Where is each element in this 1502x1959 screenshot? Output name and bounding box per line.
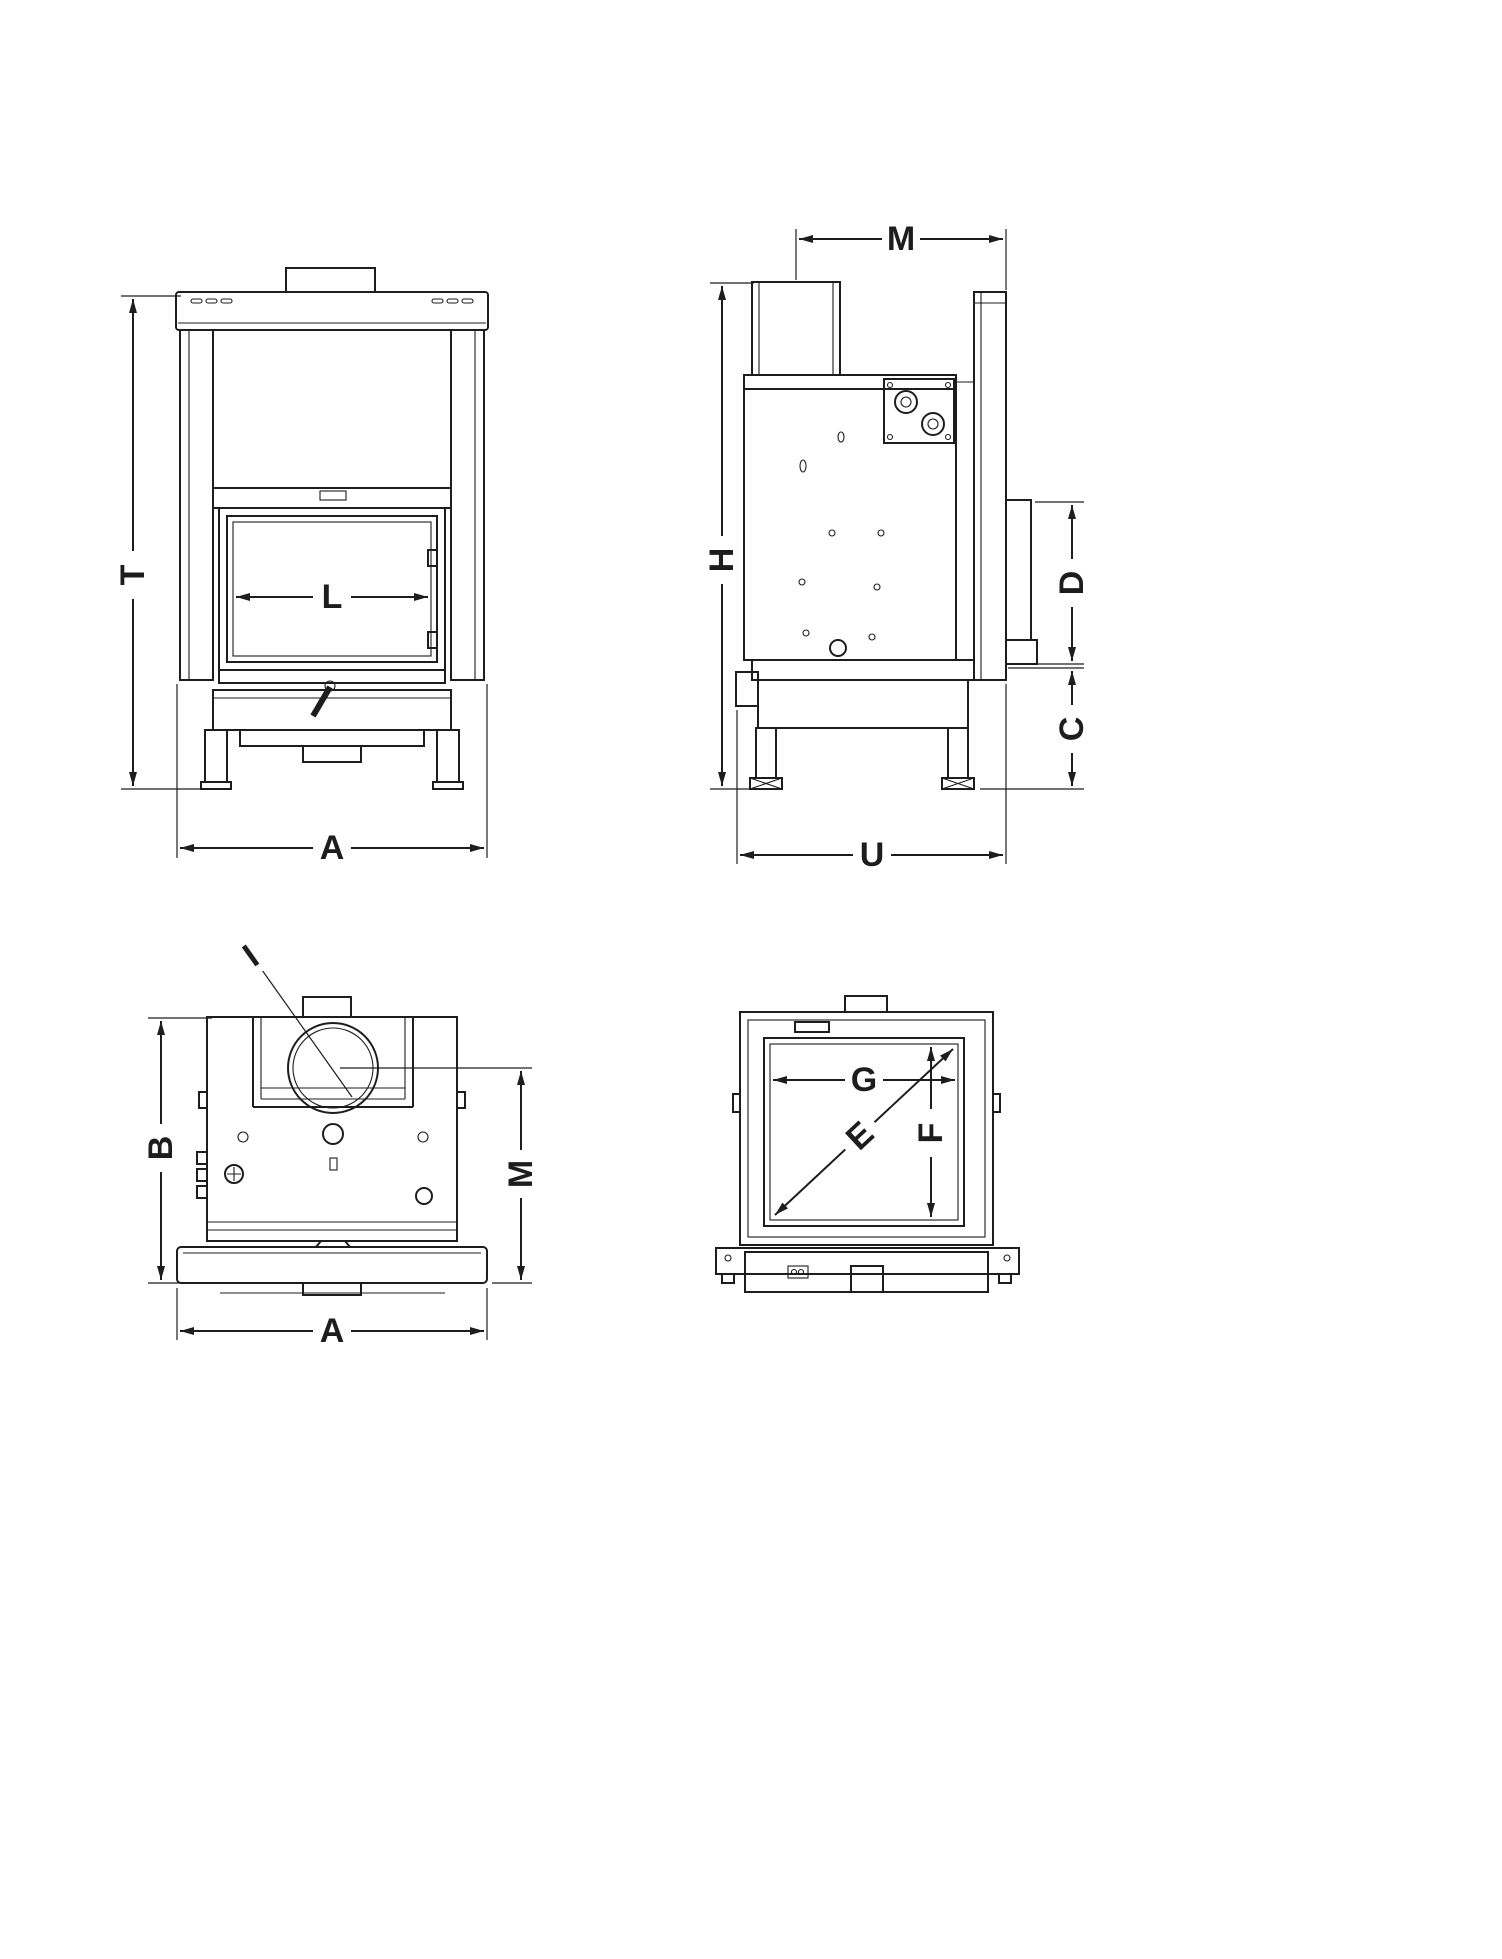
dimension-A-plan: A xyxy=(176,1288,488,1350)
dimension-M-side: M xyxy=(795,220,1007,290)
dimension-label-U: U xyxy=(860,836,885,874)
dimension-D: D xyxy=(1035,501,1091,665)
dimension-B: B xyxy=(142,1017,212,1284)
dimension-C: C xyxy=(980,667,1091,790)
side-view: M H D C U xyxy=(703,220,1091,874)
plan-front-fascia xyxy=(176,1240,488,1296)
dimension-label-A-plan: A xyxy=(320,1312,345,1350)
opening-base-assembly xyxy=(715,1247,1020,1293)
dimension-A-front: A xyxy=(176,684,488,867)
dimension-T: T xyxy=(114,295,200,790)
leader-I: I xyxy=(230,933,353,1098)
dimension-label-T: T xyxy=(114,564,152,585)
dimension-H: H xyxy=(703,282,754,790)
dimension-label-M-side: M xyxy=(887,220,915,258)
front-legs xyxy=(200,729,464,790)
opening-outer-frame xyxy=(732,1011,1001,1246)
side-rear-frame xyxy=(956,291,1007,681)
dimension-label-A-front: A xyxy=(320,829,345,867)
opening-firebox xyxy=(763,1037,965,1227)
dimension-label-H: H xyxy=(703,548,741,573)
dimension-label-M-plan: M xyxy=(502,1160,540,1188)
plan-fixing-details xyxy=(196,1091,466,1205)
dimension-label-B: B xyxy=(142,1136,180,1161)
front-base xyxy=(212,689,452,763)
side-legs-feet xyxy=(749,727,975,790)
side-connection-box xyxy=(883,378,955,444)
front-view: T L A xyxy=(114,267,489,867)
plan-smoke-dome xyxy=(252,1017,414,1108)
dimension-label-G: G xyxy=(851,1061,877,1099)
dimension-label-L: L xyxy=(322,578,343,616)
dimension-label-D: D xyxy=(1053,571,1091,596)
side-door-edge xyxy=(1005,499,1038,665)
front-door-frame xyxy=(212,487,452,684)
dimension-M-plan: M xyxy=(340,1067,540,1284)
front-top-hood xyxy=(175,291,489,331)
side-base xyxy=(735,659,975,729)
dimension-U: U xyxy=(736,684,1007,874)
dimension-L: L xyxy=(236,578,428,616)
plan-view: I B M A xyxy=(142,933,540,1350)
dimension-label-C: C xyxy=(1053,717,1091,742)
dimension-label-F: F xyxy=(912,1123,950,1144)
